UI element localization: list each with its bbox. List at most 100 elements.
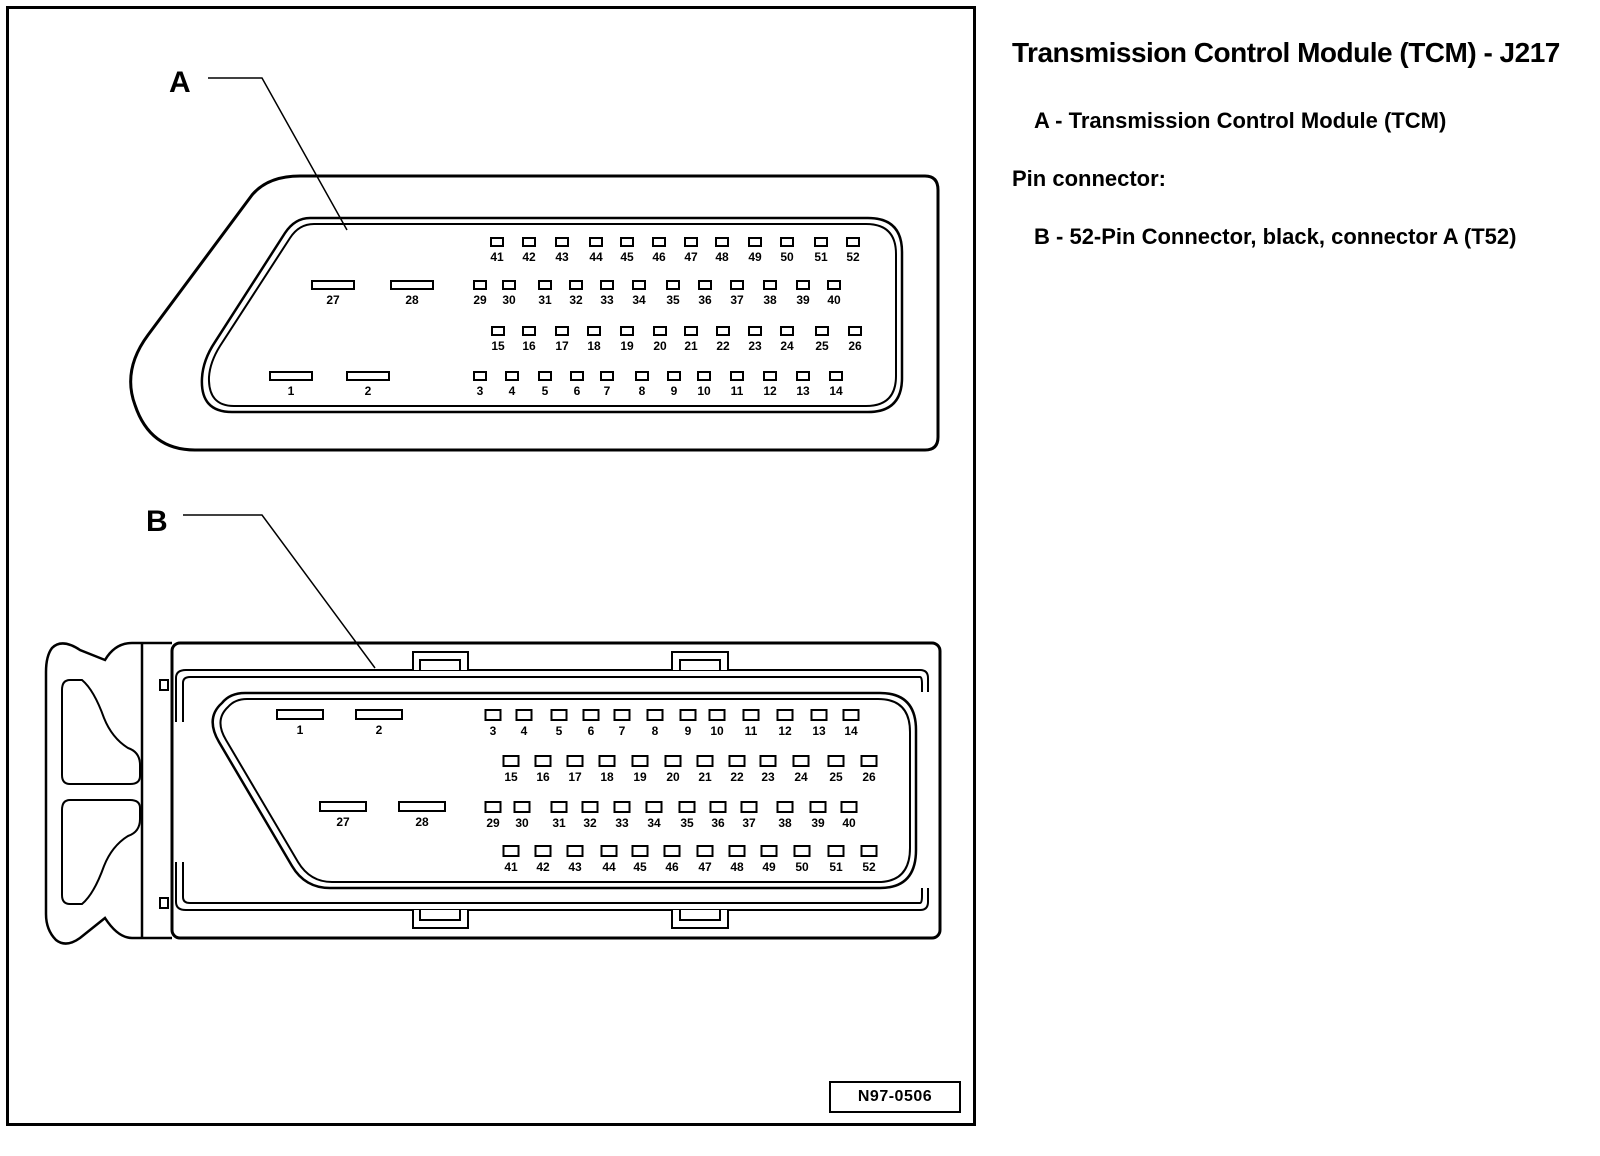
pin-label-46: 46 [665, 860, 679, 874]
figure-frame [6, 6, 976, 1126]
pin-2 [355, 709, 403, 720]
pin-29 [473, 280, 487, 290]
pin-label-32: 32 [583, 816, 597, 830]
pin-label-20: 20 [653, 339, 667, 353]
pin-label-26: 26 [848, 339, 862, 353]
lever-notch [159, 679, 169, 691]
pin-label-42: 42 [522, 250, 536, 264]
pin-8 [646, 709, 664, 721]
pin-21 [696, 755, 714, 767]
pin-50 [793, 845, 811, 857]
pin-label-20: 20 [666, 770, 680, 784]
pin-4 [505, 371, 519, 381]
pin-label-8: 8 [652, 724, 659, 738]
pin-21 [684, 326, 698, 336]
pin-51 [827, 845, 845, 857]
pin-34 [645, 801, 663, 813]
pin-label-46: 46 [652, 250, 666, 264]
pin-label-18: 18 [600, 770, 614, 784]
pin-27 [311, 280, 355, 290]
pin-24 [792, 755, 810, 767]
pin-label-49: 49 [762, 860, 776, 874]
pin-13 [810, 709, 828, 721]
pin-label-30: 30 [515, 816, 529, 830]
pin-label-37: 37 [742, 816, 756, 830]
pin-label-17: 17 [555, 339, 569, 353]
pin-36 [709, 801, 727, 813]
pin-12 [776, 709, 794, 721]
legend-title: Transmission Control Module (TCM) - J217 [1012, 37, 1560, 68]
pin-label-17: 17 [568, 770, 582, 784]
pin-43 [566, 845, 584, 857]
pin-3 [484, 709, 502, 721]
pin-label-14: 14 [844, 724, 858, 738]
callout-leader [183, 514, 376, 669]
pin-3 [473, 371, 487, 381]
pin-label-5: 5 [542, 384, 549, 398]
pin-label-45: 45 [633, 860, 647, 874]
pin-9 [679, 709, 697, 721]
pin-41 [490, 237, 504, 247]
pin-label-41: 41 [504, 860, 518, 874]
figure-reference-code: N97-0506 [829, 1081, 961, 1113]
pin-15 [502, 755, 520, 767]
latch-tab [412, 651, 469, 670]
pin-14 [829, 371, 843, 381]
pin-23 [748, 326, 762, 336]
pin-20 [664, 755, 682, 767]
pin-18 [598, 755, 616, 767]
pin-42 [522, 237, 536, 247]
pin-9 [667, 371, 681, 381]
pin-52 [846, 237, 860, 247]
pin-44 [589, 237, 603, 247]
pin-label-35: 35 [680, 816, 694, 830]
pin-39 [796, 280, 810, 290]
pin-label-44: 44 [602, 860, 616, 874]
pin-label-35: 35 [666, 293, 680, 307]
legend-item-b: B - 52-Pin Connector, black, connector A… [1034, 223, 1572, 251]
pin-label-40: 40 [842, 816, 856, 830]
pin-45 [620, 237, 634, 247]
pin-label-1: 1 [288, 384, 295, 398]
pin-label-27: 27 [336, 815, 350, 829]
pin-label-51: 51 [814, 250, 828, 264]
pin-10 [697, 371, 711, 381]
pin-label-42: 42 [536, 860, 550, 874]
pin-37 [730, 280, 744, 290]
pin-26 [860, 755, 878, 767]
pin-label-15: 15 [504, 770, 518, 784]
pin-33 [600, 280, 614, 290]
pin-label-43: 43 [555, 250, 569, 264]
pin-label-15: 15 [491, 339, 505, 353]
pin-label-6: 6 [588, 724, 595, 738]
pin-37 [740, 801, 758, 813]
pin-label-16: 16 [522, 339, 536, 353]
pin-label-49: 49 [748, 250, 762, 264]
pin-38 [776, 801, 794, 813]
lever-slot-upper [61, 679, 141, 785]
pin-label-5: 5 [556, 724, 563, 738]
callout-label-a: A [169, 66, 191, 99]
pin-11 [742, 709, 760, 721]
pin-label-47: 47 [698, 860, 712, 874]
pin-39 [809, 801, 827, 813]
latch-tab [671, 651, 729, 670]
pin-label-2: 2 [365, 384, 372, 398]
pin-label-13: 13 [812, 724, 826, 738]
pin-40 [840, 801, 858, 813]
pin-label-8: 8 [639, 384, 646, 398]
pin-5 [550, 709, 568, 721]
pin-4 [515, 709, 533, 721]
legend-item-a: A - Transmission Control Module (TCM) [1034, 107, 1572, 135]
pin-label-32: 32 [569, 293, 583, 307]
pin-16 [534, 755, 552, 767]
pin-42 [534, 845, 552, 857]
pin-label-36: 36 [711, 816, 725, 830]
pin-38 [763, 280, 777, 290]
pin-31 [538, 280, 552, 290]
pin-33 [613, 801, 631, 813]
pin-27 [319, 801, 367, 812]
pin-47 [684, 237, 698, 247]
pin-6 [582, 709, 600, 721]
